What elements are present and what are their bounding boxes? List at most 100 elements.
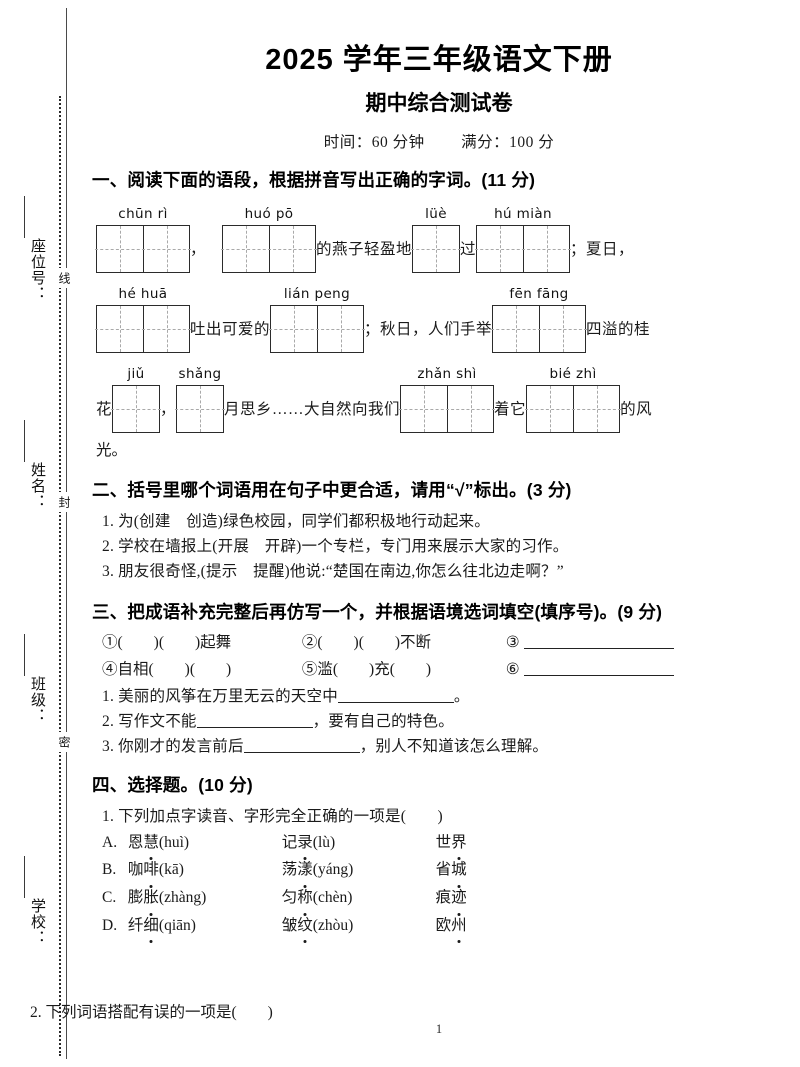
tianzige-box[interactable] [221, 224, 318, 273]
pinyin-label-fenfang: fēn fāng [509, 285, 569, 302]
section-two-heading: 二、括号里哪个词语用在句子中更合适，请用“√”标出。(3 分) [92, 479, 572, 500]
word-pinyin: (zhòu) [312, 916, 354, 934]
dotted-char: 啡 [143, 856, 159, 884]
fill-prefix: 2. 写作文不能 [102, 712, 197, 730]
answer-sheet-margin-rail: 线 封 密 座位号： 姓名： 班级： 学校： [0, 0, 78, 1067]
tianzige-box[interactable] [95, 224, 191, 273]
fill-blank[interactable] [337, 687, 454, 703]
section-two-item[interactable]: 2. 学校在墙报上(开展 开辟)一个专栏，专门用来展示大家的习作。 [102, 537, 569, 555]
tianzige-box[interactable] [175, 384, 226, 433]
word-prefix: 世 [435, 833, 452, 851]
text-run-2c: 四溢的桂 [586, 320, 651, 338]
idiom-blank-3[interactable] [523, 633, 674, 650]
tianzige-group-chunri[interactable]: chūn rì [95, 206, 191, 273]
field-label-seat-number: 座位号： [29, 238, 45, 302]
pinyin-label-chunri: chūn rì [118, 205, 168, 222]
tianzige-box[interactable] [95, 304, 191, 353]
choice-option-b[interactable]: B. 咖啡(kā) 荡漾(yáng) 省城 [102, 856, 800, 884]
choice-option-a[interactable]: A. 恩慧(huì) 记录(lù) 世界 [102, 829, 800, 857]
choice-word-2: 匀称(chèn) [282, 884, 432, 912]
choice-word-1: 纤细(qiān) [128, 912, 278, 940]
choice-word-2: 皱纹(zhòu) [282, 912, 432, 940]
tianzige-group-lianpeng[interactable]: lián peng [269, 286, 366, 353]
tianzige-box[interactable] [491, 304, 588, 353]
tianzige-box[interactable] [111, 384, 162, 433]
pinyin-row-1: chūn rì ， huó pō 的燕子轻盈地 lüè 过 hú miàn ；夏… [95, 199, 800, 279]
field-label-school: 学校： [29, 898, 45, 946]
section-two-item[interactable]: 3. 朋友很奇怪,(提示 提醒)他说:“楚国在南边,你怎么往北边走啊？” [102, 562, 564, 580]
idiom-row-1: ①( )( )起舞 ②( )( )不断 ③ [102, 630, 800, 657]
text-run-1d: ；夏日， [570, 240, 635, 258]
text-run-3b: ， [160, 400, 177, 418]
tianzige-group-fenfang[interactable]: fēn fāng [491, 286, 588, 353]
word-prefix: 纤 [127, 916, 144, 934]
tianzige-group-hehua[interactable]: hé huā [95, 286, 191, 353]
tianzige-group-zhanshi[interactable]: zhǎn shì [399, 366, 496, 433]
word-prefix: 皱 [281, 916, 298, 934]
tianzige-group-humian[interactable]: hú miàn [475, 206, 572, 273]
choice-word-1: 恩慧(huì) [128, 829, 278, 857]
word-pinyin: (lù) [312, 833, 336, 851]
tianzige-box[interactable] [411, 224, 462, 273]
tianzige-group-jiu[interactable]: jiǔ [111, 366, 162, 433]
exam-paper-body: 2025 学年三年级语文下册 期中综合测试卷 时间：60 分钟 满分：100 分… [30, 0, 800, 1067]
pinyin-label-shang: shǎng [178, 365, 222, 382]
section-three-heading: 三、把成语补充完整后再仿写一个，并根据语境选词填空(填序号)。(9 分) [92, 601, 663, 622]
idiom-item-5[interactable]: ⑤滥( )充( ) [301, 661, 432, 679]
word-prefix: 痕 [435, 888, 452, 906]
pinyin-label-lue: lüè [425, 205, 447, 222]
tianzige-box[interactable] [269, 304, 366, 353]
dotted-char: 州 [451, 912, 467, 940]
section-one-tail-text: 光。 [96, 441, 128, 459]
idiom-item-6-number: ⑥ [505, 661, 520, 679]
tianzige-group-shang[interactable]: shǎng [175, 366, 226, 433]
fill-blank[interactable] [196, 712, 313, 728]
pinyin-label-humian: hú miàn [494, 205, 553, 222]
exam-meta: 时间：60 分钟 满分：100 分 [78, 130, 800, 152]
tianzige-box[interactable] [399, 384, 496, 433]
tianzige-box[interactable] [525, 384, 622, 433]
idiom-item-2[interactable]: ②( )( )不断 [301, 634, 432, 652]
seal-char-line: 线 [50, 268, 71, 288]
choice-word-3: 省城 [436, 856, 586, 884]
seal-char-mi: 密 [50, 732, 71, 752]
choice-label: D. [102, 916, 118, 934]
text-run-3e: 的风 [620, 400, 653, 418]
field-label-name: 姓名： [29, 462, 45, 510]
word-prefix: 荡 [281, 861, 298, 879]
field-tick-top-2 [24, 420, 25, 462]
section-three-fill-item: 3. 你刚才的发言前后，别人不知道该怎么理解。 [102, 734, 800, 759]
text-run-2b: ；秋日，人们手举 [364, 320, 493, 338]
pinyin-label-zhanshi: zhǎn shì [417, 365, 477, 382]
pinyin-label-lianpeng: lián peng [283, 285, 351, 302]
pinyin-label-huopo: huó pō [244, 205, 294, 222]
text-run-1a: ， [190, 240, 207, 258]
choice-option-d[interactable]: D. 纤细(qiān) 皱纹(zhòu) 欧州 [102, 912, 800, 940]
fill-blank[interactable] [243, 737, 360, 753]
text-run-1b: 的燕子轻盈地 [316, 240, 413, 258]
dotted-char: 录 [297, 829, 313, 857]
tianzige-group-lue[interactable]: lüè [411, 206, 462, 273]
word-pinyin: (qiān) [158, 916, 196, 934]
fill-suffix: ，别人不知道该怎么理解。 [359, 737, 549, 755]
dotted-char: 纹 [297, 912, 313, 940]
dotted-char: 漾 [297, 856, 313, 884]
word-pinyin: (chèn) [312, 888, 353, 906]
pinyin-label-biezhi: bié zhì [549, 365, 597, 382]
text-run-3d: 着它 [494, 400, 527, 418]
field-tick-top-4 [24, 856, 25, 898]
dotted-char: 细 [143, 912, 159, 940]
idiom-blank-6[interactable] [523, 660, 674, 677]
choice-word-1: 咖啡(kā) [128, 856, 278, 884]
section-two-item[interactable]: 1. 为(创建 创造)绿色校园，同学们都积极地行动起来。 [102, 512, 490, 530]
choice-word-1: 膨胀(zhàng) [128, 884, 278, 912]
word-pinyin: (yáng) [312, 861, 354, 879]
word-prefix: 恩 [127, 833, 144, 851]
tianzige-group-huopo[interactable]: huó pō [221, 206, 318, 273]
tianzige-group-biezhi[interactable]: bié zhì [525, 366, 622, 433]
idiom-item-4[interactable]: ④自相( )( ) [102, 661, 232, 679]
choice-option-c[interactable]: C. 膨胀(zhàng) 匀称(chèn) 痕迹 [102, 884, 800, 912]
tianzige-box[interactable] [475, 224, 572, 273]
dotted-char: 迹 [451, 884, 467, 912]
idiom-item-1[interactable]: ①( )( )起舞 [102, 634, 232, 652]
